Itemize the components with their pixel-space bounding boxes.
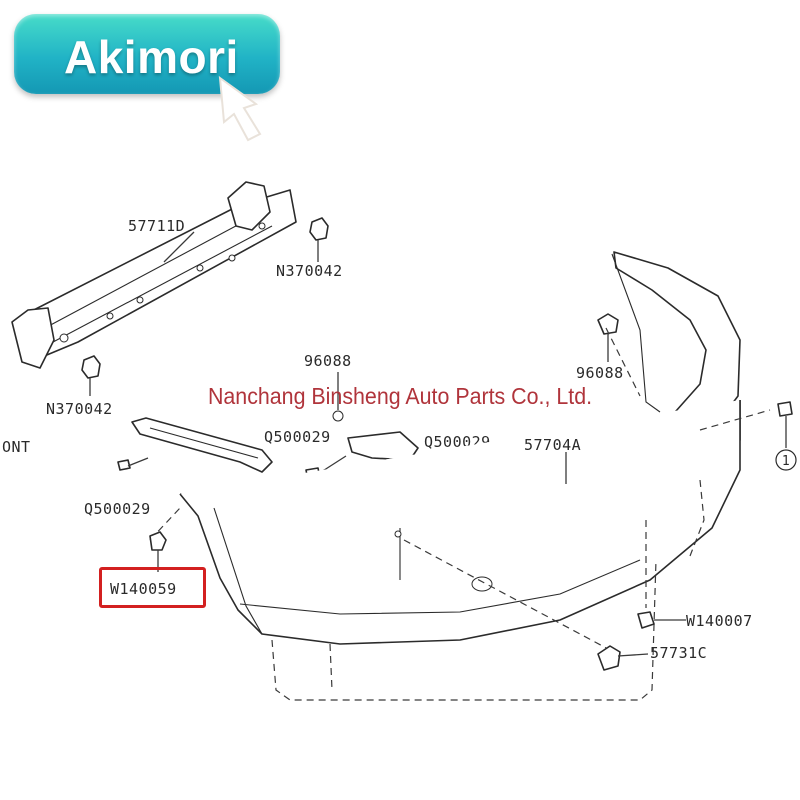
side-bracket-left [131,417,273,473]
brand-logo: Akimori [14,14,280,142]
nut-lower [81,355,101,396]
brand-name: Akimori [64,31,239,83]
label-w140059: W140059 [110,580,177,598]
bumper-reinforcement-beam [11,181,297,369]
label-96088-right: 96088 [576,364,624,382]
clip-left [149,531,167,572]
label-57731c: 57731C [650,644,707,662]
pointer-cursor-icon [218,75,262,142]
label-q500029-center: Q500029 [264,428,331,446]
tow-hook-cap [597,645,649,671]
label-n370042-upper: N370042 [276,262,343,280]
reference-circle-label: 1 [782,454,790,469]
label-q500029-left: Q500029 [84,500,151,518]
screw-left [117,457,149,471]
bumper-cover [179,251,741,645]
screw-side-right [777,401,793,448]
label-w140007: W140007 [686,612,753,630]
lower-dashed-outline [149,327,771,701]
clip-right [637,611,686,629]
label-57704a: 57704A [524,436,581,454]
reference-circle: 1 [775,449,797,471]
nut-upper [309,217,329,262]
label-57711d: 57711D [128,217,185,235]
center-bracket [332,410,419,461]
highlight-box-w140059 [99,567,206,608]
label-n370042-lower: N370042 [46,400,113,418]
label-96088-left: 96088 [304,352,352,370]
watermark-text: Nanchang Binsheng Auto Parts Co., Ltd. [207,383,593,409]
label-front-mark: ONT [2,438,31,456]
bracket-right [597,313,619,362]
